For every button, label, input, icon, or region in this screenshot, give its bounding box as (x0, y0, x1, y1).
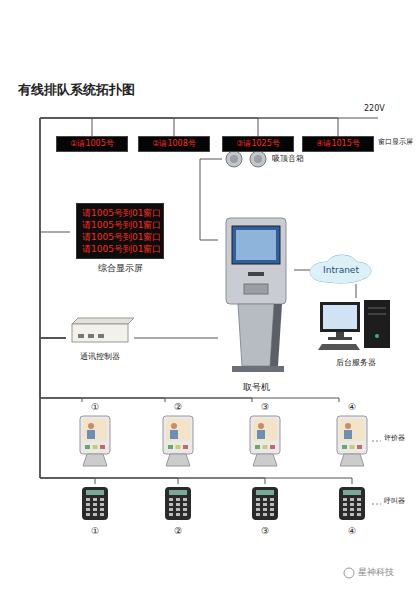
node-text: ④请1015号 (316, 139, 360, 149)
bus-wire (40, 338, 82, 402)
bus-wire (40, 338, 178, 484)
bus-wire (356, 284, 357, 298)
evaluator: ④ (333, 402, 371, 468)
evaluator-figures (80, 416, 367, 466)
bus-wire (40, 338, 165, 402)
node-text: ④ (348, 402, 356, 413)
main-display: 请1005号到01窗口请1005号到01窗口请1005号到01窗口请1005号到… (70, 203, 170, 283)
node-text: 请1005号到01窗口 (82, 207, 158, 219)
node-text: ① (91, 402, 99, 413)
comm-controller: 通讯控制器 (66, 316, 134, 362)
node-text: ② (174, 526, 182, 537)
bus-wire (40, 338, 252, 402)
node-text: ①请1005号 (70, 139, 114, 149)
display-caption: 综合显示屏 (98, 263, 143, 274)
voltage-label: 220V (364, 104, 385, 114)
bus-wire (40, 338, 265, 484)
node-text: ③ (261, 402, 269, 413)
intranet-cloud (310, 255, 371, 283)
window-display: ④请1015号 (302, 136, 374, 152)
ceiling-speaker: 吸顶音箱 (222, 148, 330, 170)
ticket-kiosk: 取号机 (218, 215, 294, 393)
caller-keypad: ② (161, 484, 195, 537)
bus-wire (294, 270, 310, 271)
caller-keypad: ① (78, 484, 112, 537)
controller-figure (72, 318, 134, 342)
window-display: ②请1008号 (138, 136, 210, 152)
node-text: 取号机 (243, 382, 270, 393)
evaluator: ③ (246, 402, 284, 468)
node-text: ②请1008号 (152, 139, 196, 149)
speaker-icons (226, 151, 266, 167)
backend-server: 后台服务器 (316, 298, 396, 368)
caller-keypad: ③ (248, 484, 282, 537)
label-tick (372, 504, 381, 505)
node-text: 请1005号到01窗口 (82, 219, 158, 231)
server-figure (318, 300, 390, 350)
bus-wire (200, 159, 222, 240)
window-display: ③请1025号 (222, 136, 294, 152)
diagram-title: 有线排队系统拓扑图 (18, 82, 135, 98)
window-display: ①请1005号 (56, 136, 128, 152)
led-panel: 请1005号到01窗口请1005号到01窗口请1005号到01窗口请1005号到… (76, 203, 164, 259)
bus-wire (40, 118, 338, 338)
node-text: 请1005号到01窗口 (82, 243, 158, 255)
label-tick (372, 441, 381, 442)
node-text: ③请1025号 (236, 139, 280, 149)
node-text: 后台服务器 (336, 358, 376, 368)
group-label: 窗口显示屏 (378, 138, 413, 146)
watermark: 星神科技 (358, 567, 394, 578)
node-text: ④ (348, 526, 356, 537)
group-label: 呼叫器 (384, 497, 405, 505)
evaluator: ① (76, 402, 114, 468)
node-text: ① (91, 526, 99, 537)
node-text: ③ (261, 526, 269, 537)
node-text: 请1005号到01窗口 (82, 231, 158, 243)
node-text: ② (174, 402, 182, 413)
caller-keypads (82, 487, 365, 520)
bus-wire (40, 338, 339, 402)
node-text: 吸顶音箱 (272, 154, 304, 164)
bus-wire (134, 338, 218, 339)
group-label: 评价器 (384, 434, 405, 442)
node-text: 通讯控制器 (80, 352, 120, 362)
kiosk-figure (226, 218, 286, 372)
bus-wire (40, 232, 70, 338)
evaluator: ② (159, 402, 197, 468)
bus-wire (40, 338, 352, 484)
watermark-icon (344, 568, 354, 578)
caller-keypad: ④ (335, 484, 369, 537)
node-text: Intranet (323, 265, 359, 276)
network-cloud: Intranet (310, 256, 372, 284)
